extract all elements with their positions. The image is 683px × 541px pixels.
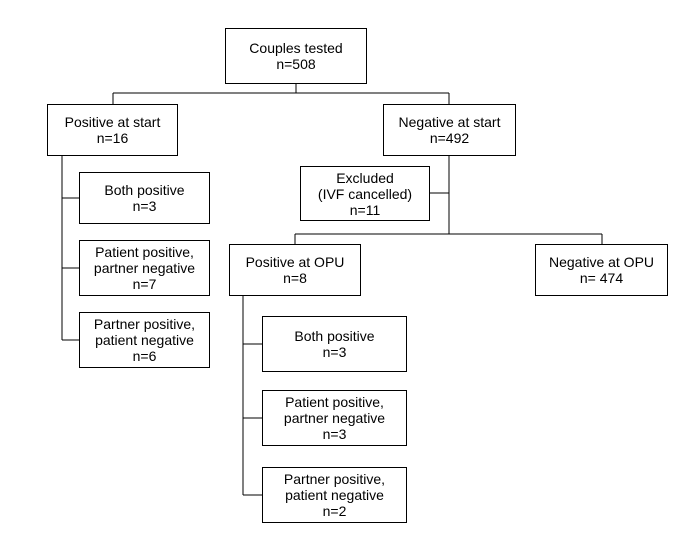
negative-at-start-title: Negative at start — [398, 114, 501, 130]
excluded-n: n=11 — [349, 201, 381, 218]
excluded-box: Excluded (IVF cancelled) n=11 — [300, 166, 430, 221]
ps-both-positive-n: n=3 — [132, 198, 157, 214]
ps-partner-positive-line2: patient negative — [95, 332, 194, 348]
po-patient-positive-n: n=3 — [322, 426, 347, 442]
positive-at-opu-n: n=8 — [283, 270, 307, 286]
negative-at-opu-n: n= 474 — [579, 270, 624, 286]
negative-at-opu-title: Negative at OPU — [548, 254, 655, 270]
po-partner-positive-line1: Partner positive, — [283, 471, 386, 487]
po-partner-positive-box: Partner positive, patient negative n=2 — [262, 467, 407, 523]
po-partner-positive-line2: patient negative — [285, 487, 384, 503]
ps-partner-positive-line1: Partner positive, — [93, 316, 196, 332]
ps-both-positive-box: Both positive n=3 — [79, 172, 210, 224]
couples-tested-title: Couples tested — [249, 40, 343, 56]
excluded-line2: (IVF cancelled) — [317, 185, 413, 202]
po-patient-positive-line2: partner negative — [283, 410, 386, 426]
negative-at-opu-box: Negative at OPU n= 474 — [535, 244, 668, 296]
positive-at-opu-box: Positive at OPU n=8 — [229, 244, 361, 296]
positive-at-opu-title: Positive at OPU — [245, 254, 345, 270]
po-partner-positive-n: n=2 — [322, 503, 347, 519]
negative-at-start-box: Negative at start n=492 — [383, 104, 516, 156]
po-both-positive-label: Both positive — [294, 328, 375, 344]
excluded-line1: Excluded — [336, 169, 394, 186]
po-both-positive-box: Both positive n=3 — [262, 316, 407, 372]
po-patient-positive-box: Patient positive, partner negative n=3 — [262, 390, 407, 446]
ps-patient-positive-box: Patient positive, partner negative n=7 — [79, 240, 210, 296]
positive-at-start-title: Positive at start — [64, 114, 161, 130]
positive-at-start-box: Positive at start n=16 — [47, 104, 178, 156]
couples-tested-n: n=508 — [276, 56, 316, 72]
po-both-positive-n: n=3 — [322, 344, 347, 360]
ps-partner-positive-n: n=6 — [132, 348, 157, 364]
ps-both-positive-label: Both positive — [104, 182, 185, 198]
ps-patient-positive-line2: partner negative — [93, 260, 196, 276]
positive-at-start-n: n=16 — [96, 130, 129, 146]
couples-tested-box: Couples tested n=508 — [225, 28, 367, 84]
negative-at-start-n: n=492 — [429, 130, 470, 146]
ps-partner-positive-box: Partner positive, patient negative n=6 — [79, 312, 210, 368]
po-patient-positive-line1: Patient positive, — [285, 394, 384, 410]
ps-patient-positive-n: n=7 — [132, 276, 157, 292]
ps-patient-positive-line1: Patient positive, — [95, 244, 194, 260]
